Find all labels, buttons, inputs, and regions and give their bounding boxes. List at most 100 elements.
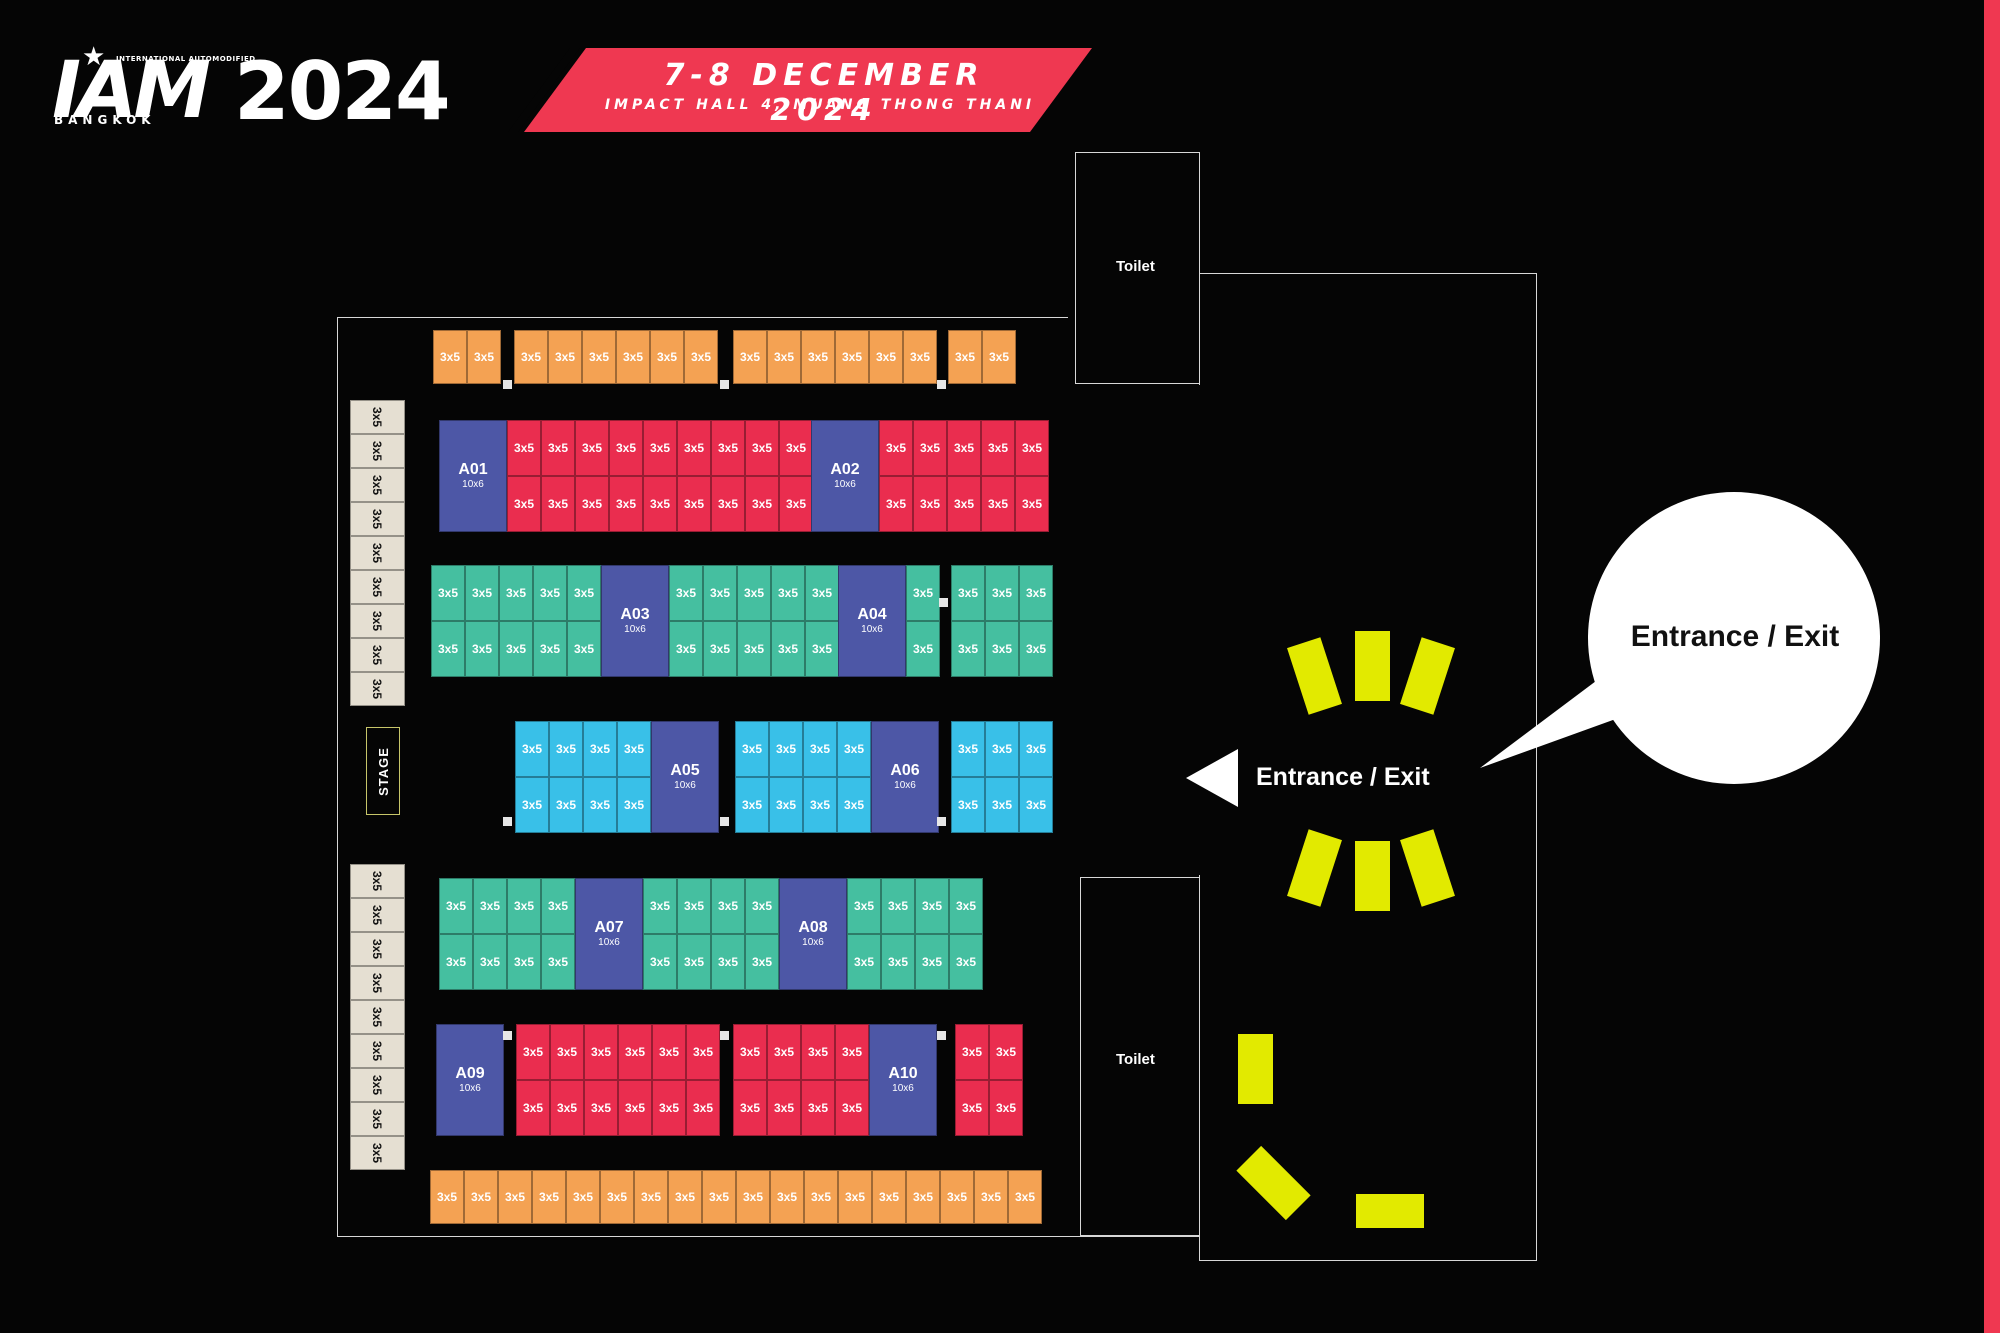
booth-3x5[interactable]: 3x5 <box>906 1170 940 1224</box>
booth-3x5[interactable]: 3x5 <box>803 721 837 777</box>
booth-3x5[interactable]: 3x5 <box>583 777 617 833</box>
booth-3x5[interactable]: 3x5 <box>835 330 869 384</box>
booth-3x5[interactable]: 3x5 <box>947 420 981 476</box>
booth-3x5[interactable]: 3x5 <box>711 934 745 990</box>
booth-3x5[interactable]: 3x5 <box>507 420 541 476</box>
booth-3x5[interactable]: 3x5 <box>903 330 937 384</box>
booth-3x5[interactable]: 3x5 <box>837 777 871 833</box>
booth-3x5[interactable]: 3x5 <box>507 878 541 934</box>
booth-3x5[interactable]: 3x5 <box>872 1170 906 1224</box>
booth-3x5[interactable]: 3x5 <box>350 672 405 706</box>
booth-3x5[interactable]: 3x5 <box>940 1170 974 1224</box>
booth-3x5[interactable]: 3x5 <box>913 476 947 532</box>
booth-3x5[interactable]: 3x5 <box>981 420 1015 476</box>
booth-3x5[interactable]: 3x5 <box>618 1024 652 1080</box>
booth-3x5[interactable]: 3x5 <box>985 777 1019 833</box>
booth-3x5[interactable]: 3x5 <box>541 476 575 532</box>
booth-3x5[interactable]: 3x5 <box>498 1170 532 1224</box>
booth-3x5[interactable]: 3x5 <box>805 621 839 677</box>
booth-3x5[interactable]: 3x5 <box>779 476 813 532</box>
booth-3x5[interactable]: 3x5 <box>745 476 779 532</box>
booth-3x5[interactable]: 3x5 <box>634 1170 668 1224</box>
booth-3x5[interactable]: 3x5 <box>745 878 779 934</box>
booth-3x5[interactable]: 3x5 <box>837 721 871 777</box>
booth-3x5[interactable]: 3x5 <box>733 1024 767 1080</box>
booth-3x5[interactable]: 3x5 <box>541 878 575 934</box>
booth-3x5[interactable]: 3x5 <box>350 1102 405 1136</box>
booth-3x5[interactable]: 3x5 <box>609 420 643 476</box>
booth-3x5[interactable]: 3x5 <box>745 934 779 990</box>
booth-3x5[interactable]: 3x5 <box>879 476 913 532</box>
booth-3x5[interactable]: 3x5 <box>616 330 650 384</box>
booth-3x5[interactable]: 3x5 <box>770 1170 804 1224</box>
booth-3x5[interactable]: 3x5 <box>350 864 405 898</box>
booth-3x5[interactable]: 3x5 <box>473 878 507 934</box>
booth-3x5[interactable]: 3x5 <box>703 565 737 621</box>
booth-3x5[interactable]: 3x5 <box>350 570 405 604</box>
booth-3x5[interactable]: 3x5 <box>575 420 609 476</box>
booth-3x5[interactable]: 3x5 <box>350 468 405 502</box>
booth-3x5[interactable]: 3x5 <box>779 420 813 476</box>
booth-3x5[interactable]: 3x5 <box>609 476 643 532</box>
booth-3x5[interactable]: 3x5 <box>541 934 575 990</box>
booth-3x5[interactable]: 3x5 <box>769 721 803 777</box>
booth-3x5[interactable]: 3x5 <box>618 1080 652 1136</box>
booth-3x5[interactable]: 3x5 <box>350 502 405 536</box>
booth-3x5[interactable]: 3x5 <box>906 621 940 677</box>
booth-3x5[interactable]: 3x5 <box>982 330 1016 384</box>
booth-3x5[interactable]: 3x5 <box>686 1080 720 1136</box>
booth-3x5[interactable]: 3x5 <box>677 878 711 934</box>
booth-3x5[interactable]: 3x5 <box>350 1136 405 1170</box>
booth-3x5[interactable]: 3x5 <box>711 878 745 934</box>
booth-3x5[interactable]: 3x5 <box>881 878 915 934</box>
booth-3x5[interactable]: 3x5 <box>430 1170 464 1224</box>
booth-3x5[interactable]: 3x5 <box>515 721 549 777</box>
booth-3x5[interactable]: 3x5 <box>985 621 1019 677</box>
booth-3x5[interactable]: 3x5 <box>985 565 1019 621</box>
booth-3x5[interactable]: 3x5 <box>736 1170 770 1224</box>
booth-3x5[interactable]: 3x5 <box>767 1024 801 1080</box>
booth-3x5[interactable]: 3x5 <box>533 621 567 677</box>
booth-3x5[interactable]: 3x5 <box>767 1080 801 1136</box>
booth-3x5[interactable]: 3x5 <box>737 565 771 621</box>
booth-3x5[interactable]: 3x5 <box>350 400 405 434</box>
booth-3x5[interactable]: 3x5 <box>974 1170 1008 1224</box>
booth-3x5[interactable]: 3x5 <box>643 878 677 934</box>
booth-3x5[interactable]: 3x5 <box>439 878 473 934</box>
booth-3x5[interactable]: 3x5 <box>838 1170 872 1224</box>
booth-3x5[interactable]: 3x5 <box>985 721 1019 777</box>
booth-3x5[interactable]: 3x5 <box>350 638 405 672</box>
booth-3x5[interactable]: 3x5 <box>617 777 651 833</box>
booth-3x5[interactable]: 3x5 <box>1019 721 1053 777</box>
booth-3x5[interactable]: 3x5 <box>804 1170 838 1224</box>
booth-3x5[interactable]: 3x5 <box>805 565 839 621</box>
booth-3x5[interactable]: 3x5 <box>771 621 805 677</box>
booth-3x5[interactable]: 3x5 <box>677 476 711 532</box>
booth-3x5[interactable]: 3x5 <box>1015 476 1049 532</box>
booth-3x5[interactable]: 3x5 <box>507 476 541 532</box>
booth-3x5[interactable]: 3x5 <box>516 1080 550 1136</box>
booth-3x5[interactable]: 3x5 <box>582 330 616 384</box>
booth-3x5[interactable]: 3x5 <box>567 621 601 677</box>
booth-3x5[interactable]: 3x5 <box>1019 621 1053 677</box>
booth-3x5[interactable]: 3x5 <box>548 330 582 384</box>
booth-3x5[interactable]: 3x5 <box>835 1080 869 1136</box>
booth-3x5[interactable]: 3x5 <box>584 1024 618 1080</box>
booth-3x5[interactable]: 3x5 <box>981 476 1015 532</box>
booth-3x5[interactable]: 3x5 <box>516 1024 550 1080</box>
booth-3x5[interactable]: 3x5 <box>350 932 405 966</box>
booth-3x5[interactable]: 3x5 <box>465 621 499 677</box>
booth-3x5[interactable]: 3x5 <box>669 621 703 677</box>
booth-3x5[interactable]: 3x5 <box>350 898 405 932</box>
booth-3x5[interactable]: 3x5 <box>532 1170 566 1224</box>
booth-3x5[interactable]: 3x5 <box>600 1170 634 1224</box>
booth-3x5[interactable]: 3x5 <box>643 420 677 476</box>
booth-3x5[interactable]: 3x5 <box>350 536 405 570</box>
booth-3x5[interactable]: 3x5 <box>643 934 677 990</box>
booth-3x5[interactable]: 3x5 <box>702 1170 736 1224</box>
